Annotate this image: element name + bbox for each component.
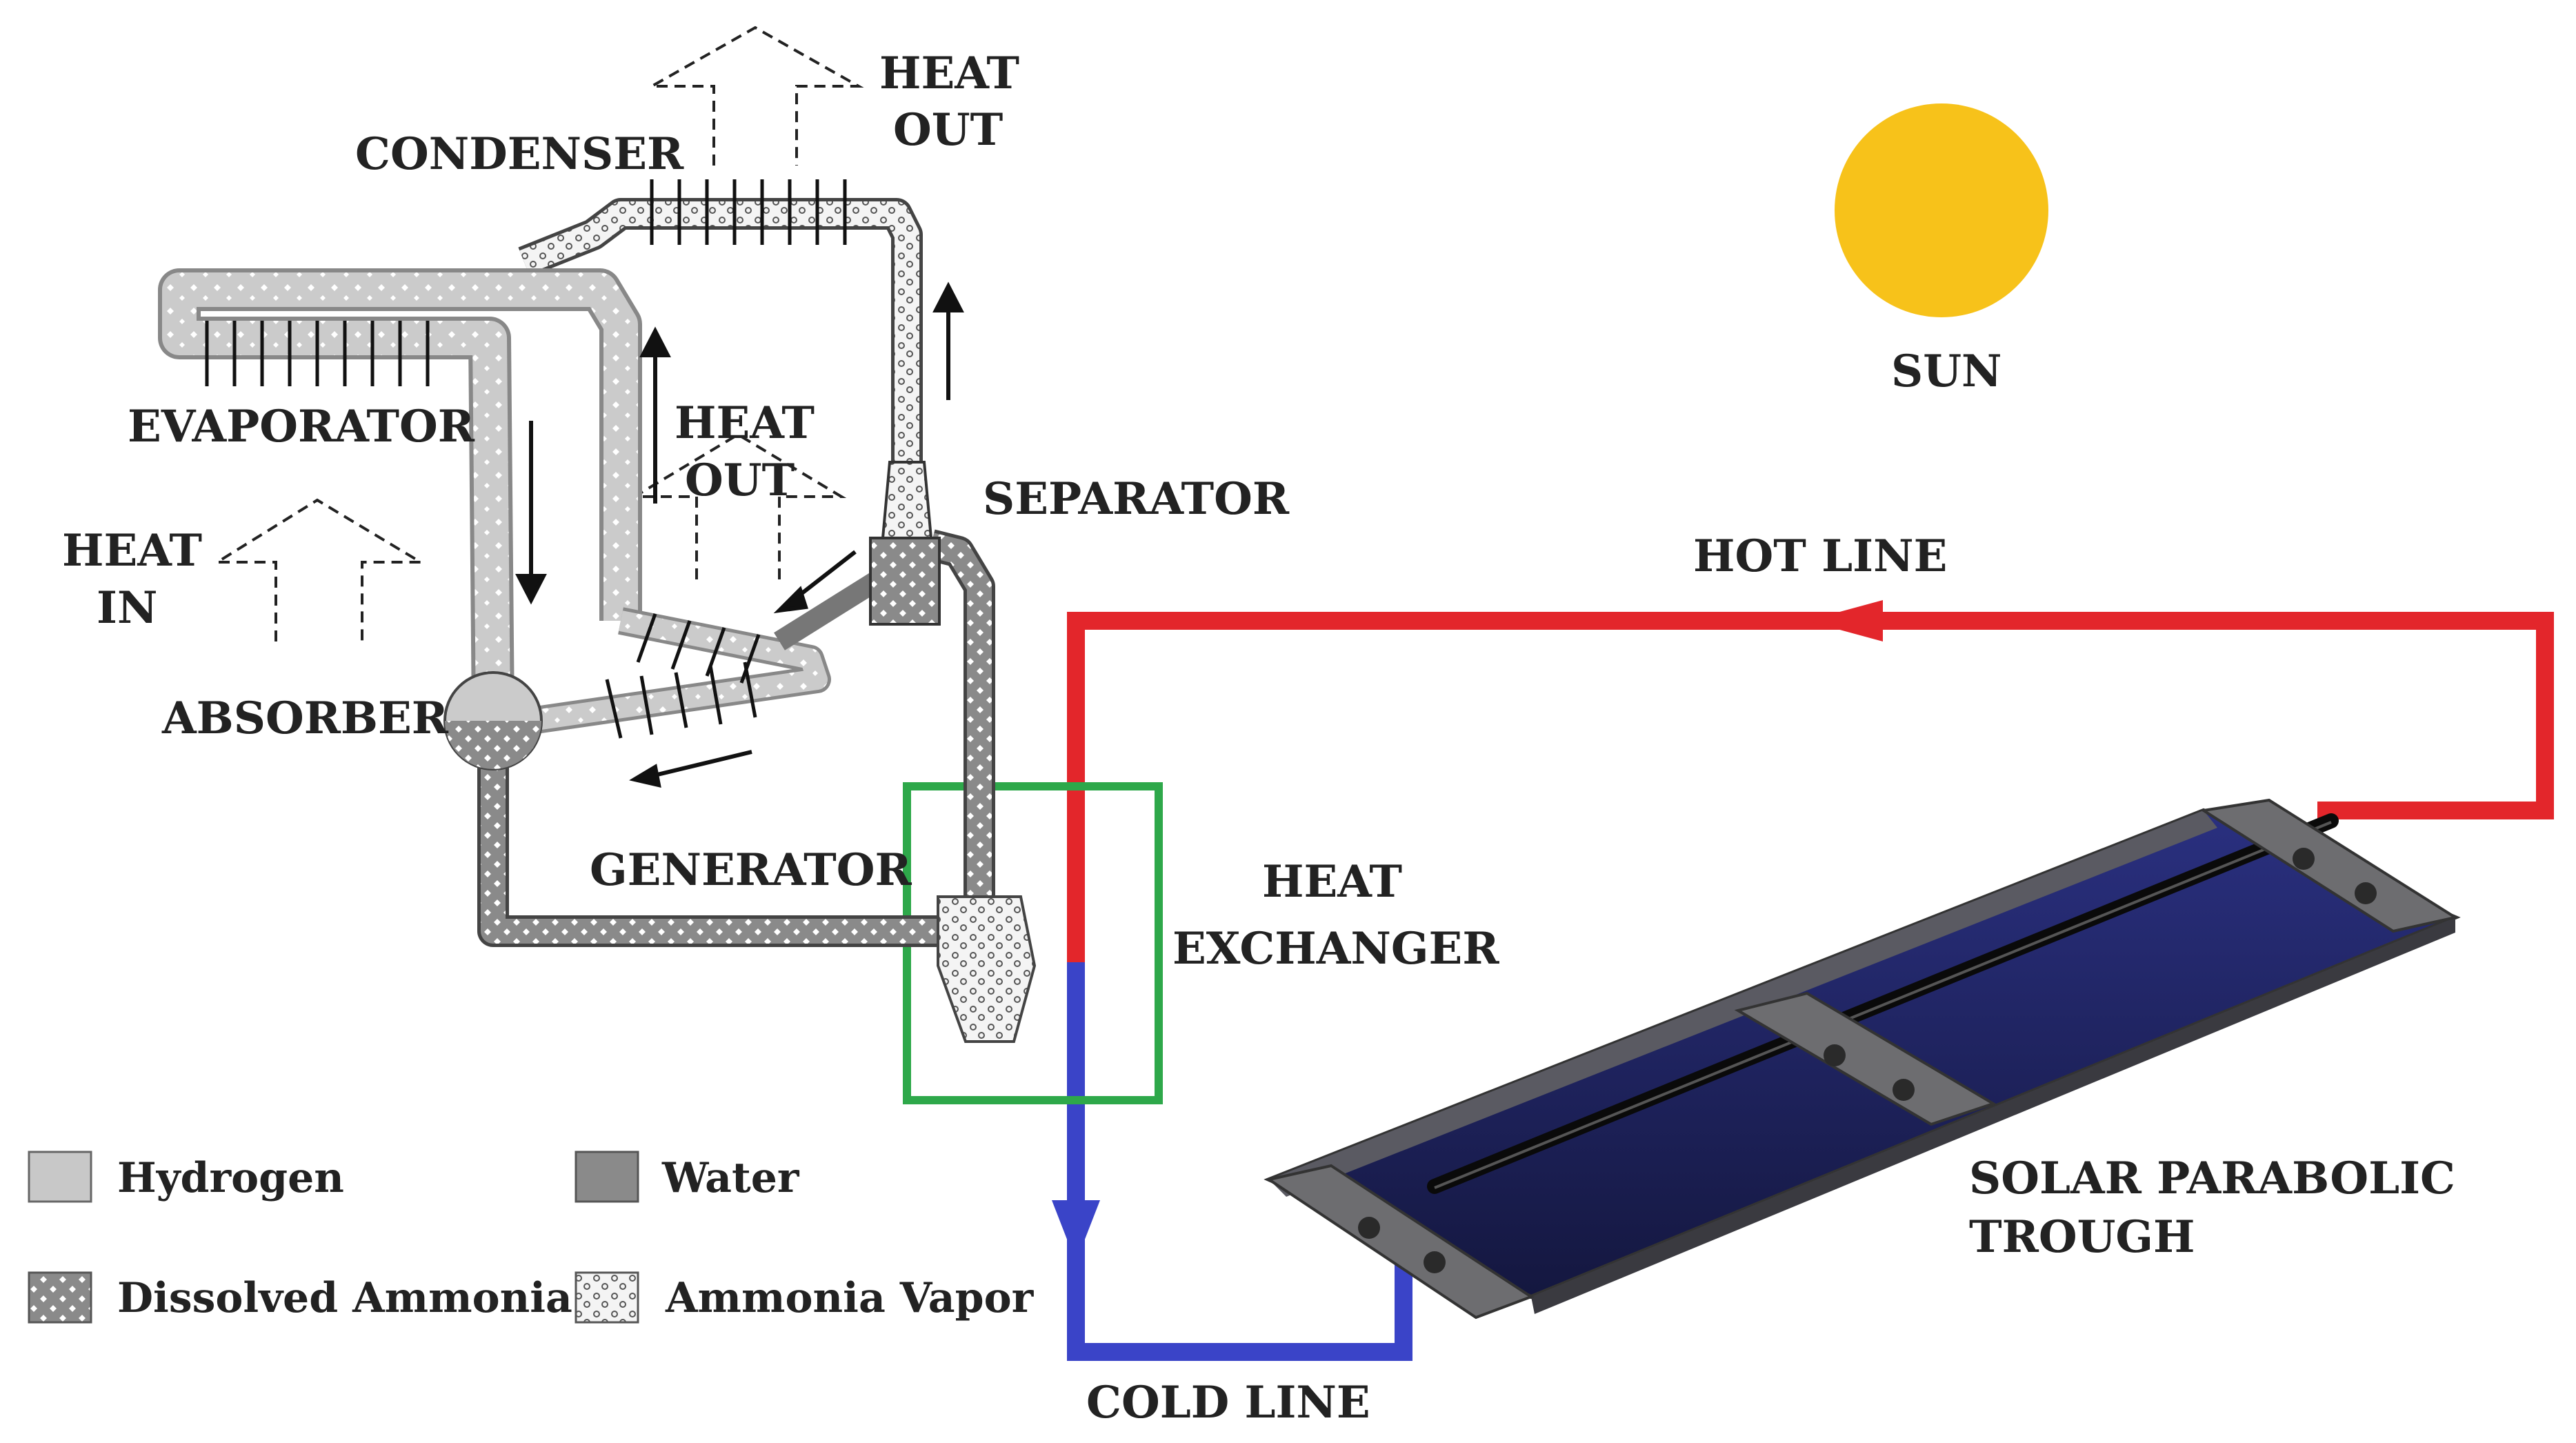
heat-exchanger-label-line2: EXCHANGER [1172, 923, 1499, 975]
legend-dissolved-ammonia-swatch [28, 1271, 92, 1324]
condenser-label: CONDENSER [355, 128, 684, 180]
condenser-fins [650, 179, 847, 245]
absorber-fins [605, 613, 761, 739]
flow-arrows [515, 281, 964, 788]
legend-ammonia-vapor-label: Ammonia Vapor [665, 1274, 1035, 1322]
separator-label: SEPARATOR [983, 473, 1290, 525]
legend-water-label: Water [661, 1154, 800, 1202]
heat-exchanger-label-line1: HEAT [1262, 856, 1402, 908]
solar-parabolic-trough [1264, 798, 2461, 1320]
heat-in-label-line2: IN [97, 582, 157, 634]
heat-in-arrow-icon [212, 498, 426, 641]
absorber-label: ABSORBER [161, 693, 449, 744]
generator-vessel [937, 895, 1037, 1043]
legend-hydrogen-label: Hydrogen [117, 1154, 344, 1202]
heat-out-top-label-line1: HEAT [879, 48, 1019, 99]
hot-line-arrow-icon [1807, 600, 1883, 641]
sun-icon [1835, 103, 2048, 317]
evaporator-label: EVAPORATOR [128, 401, 475, 452]
legend-ammonia-vapor-swatch [575, 1271, 639, 1324]
trough-label-line1: SOLAR PARABOLIC [1969, 1153, 2455, 1204]
heat-out-mid-arrow-icon [629, 432, 847, 579]
trough-label-line2: TROUGH [1969, 1211, 2195, 1263]
cold-line-arrow-icon [1052, 1200, 1100, 1262]
legend: Hydrogen Water Dissolved Ammonia Ammonia… [28, 1151, 1035, 1324]
absorber-vessel [443, 671, 543, 770]
legend-dissolved-ammonia-label: Dissolved Ammonia [117, 1274, 572, 1322]
hot-line-label: HOT LINE [1693, 530, 1947, 582]
legend-water-swatch [575, 1151, 639, 1203]
heat-in-label-line1: HEAT [62, 525, 202, 577]
heat-out-mid-label-line2: OUT [685, 455, 795, 506]
evaporator-fins [205, 321, 430, 386]
hot-line [1067, 600, 2554, 962]
heat-out-mid-label-line1: HEAT [675, 397, 815, 449]
heat-out-top-arrow-icon [646, 26, 864, 166]
separator-vessel [869, 461, 941, 626]
cold-line-label: COLD LINE [1086, 1377, 1370, 1429]
legend-hydrogen-swatch [28, 1151, 92, 1203]
heat-out-top-label-line2: OUT [893, 104, 1003, 156]
sun-label: SUN [1891, 346, 2002, 397]
generator-label: GENERATOR [590, 844, 912, 896]
